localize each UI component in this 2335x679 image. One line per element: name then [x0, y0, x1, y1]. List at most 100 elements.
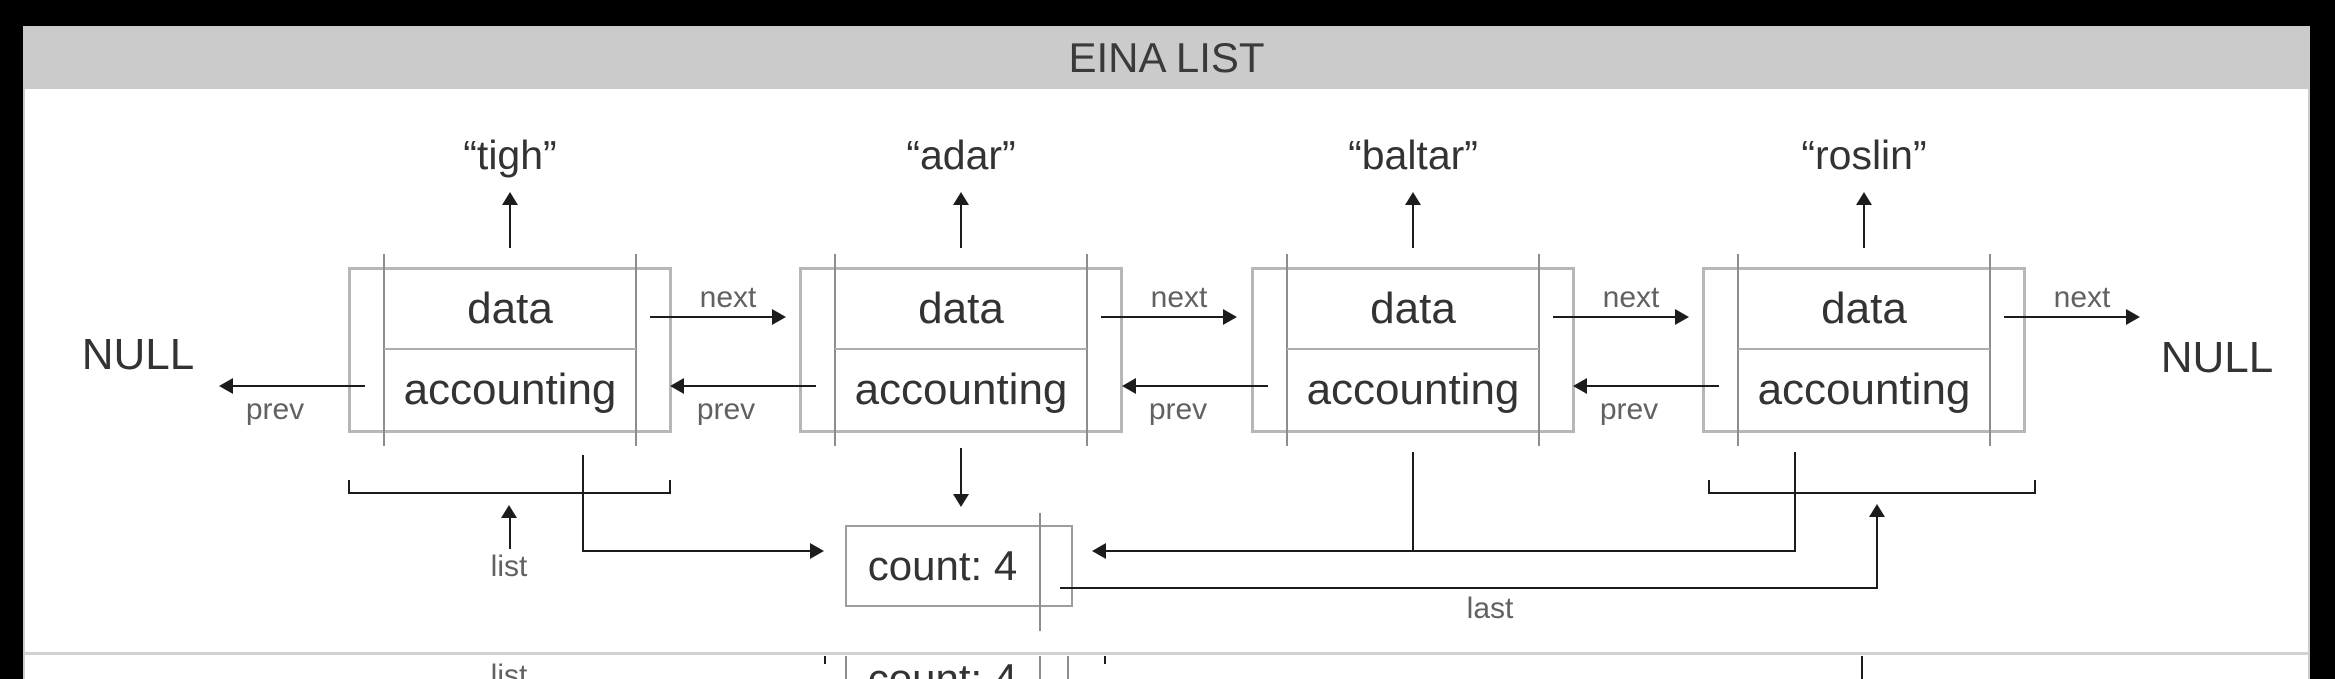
node-name-arrowhead	[502, 192, 518, 205]
accounting-link-node3-vertical	[1412, 452, 1414, 552]
next-label: next	[2053, 281, 2111, 314]
prev-arrowhead	[1122, 378, 1136, 394]
prev-label: prev	[1148, 393, 1208, 426]
node-name-label: “baltar”	[1348, 132, 1478, 178]
next-figure-line	[1039, 656, 1041, 679]
accounting-link-node1-arrowhead	[810, 543, 824, 559]
prev-label: prev	[696, 393, 756, 426]
list-node: “baltar” data accounting next prev	[1122, 0, 1689, 679]
next-figure-line	[1067, 656, 1069, 679]
next-figure-tick	[1104, 656, 1106, 664]
next-figure-line	[1861, 656, 1863, 679]
next-arrow	[650, 316, 778, 318]
node-inner-line-right	[1086, 254, 1088, 446]
accounting-link-node2-arrowhead	[953, 494, 969, 507]
node-cell-divider	[1287, 348, 1539, 350]
node-name-label: “tigh”	[463, 132, 557, 178]
list-pointer-arrowhead	[501, 505, 517, 518]
node-box	[1702, 267, 2026, 433]
next-label: next	[1602, 281, 1660, 314]
node-box	[799, 267, 1123, 433]
accounting-link-merge-arrowhead	[1092, 543, 1106, 559]
node-name-arrowhead	[1405, 192, 1421, 205]
first-node-bracket-tick-left	[348, 480, 350, 492]
count-box	[845, 525, 1073, 607]
node-name-pointer-arrow	[509, 204, 511, 248]
accounting-link-node1-vertical	[582, 455, 584, 551]
node-inner-line-right	[1538, 254, 1540, 446]
accounting-link-node4-vertical	[1794, 452, 1796, 552]
last-node-bracket-tick-right	[2034, 480, 2036, 492]
node-inner-line-left	[834, 254, 836, 446]
node-name-label: “roslin”	[1801, 132, 1927, 178]
prev-label: prev	[1599, 393, 1659, 426]
list-node: “adar” data accounting next prev	[670, 0, 1237, 679]
node-box	[1251, 267, 1575, 433]
prev-arrowhead	[670, 378, 684, 394]
node-inner-line-right	[1989, 254, 1991, 446]
right-frame	[2310, 0, 2335, 679]
last-pointer-arrowhead	[1869, 504, 1885, 517]
node-cell-divider	[384, 348, 636, 350]
next-label: next	[1150, 281, 1208, 314]
node-box	[348, 267, 672, 433]
last-node-bracket	[1708, 492, 2036, 494]
prev-arrowhead	[219, 378, 233, 394]
next-figure-list-label: list	[490, 659, 528, 679]
null-right-label: NULL	[2160, 333, 2274, 382]
figure-title-bar: EINA LIST	[23, 26, 2310, 89]
last-pointer-label: last	[1466, 592, 1514, 625]
accounting-cell-label: accounting	[1306, 364, 1520, 414]
content-left-edge	[23, 89, 25, 679]
next-figure-tick	[824, 656, 826, 664]
data-cell-label: data	[918, 284, 1004, 333]
prev-arrowhead	[1573, 378, 1587, 394]
accounting-link-merge-line	[1104, 550, 1796, 552]
next-arrow	[1553, 316, 1681, 318]
list-pointer-label: list	[490, 550, 528, 583]
accounting-cell-label: accounting	[1757, 364, 1971, 414]
node-name-pointer-arrow	[1412, 204, 1414, 248]
left-frame	[0, 0, 23, 679]
next-arrow	[2004, 316, 2132, 318]
node-name-pointer-arrow	[1863, 204, 1865, 248]
prev-arrow	[1130, 385, 1268, 387]
first-node-bracket-tick-right	[669, 480, 671, 492]
null-left-label: NULL	[81, 330, 195, 379]
node-cell-divider	[1738, 348, 1990, 350]
list-node: “tigh” data accounting next prev	[219, 0, 786, 679]
content-right-edge	[2308, 89, 2310, 679]
count-label: count: 4	[867, 542, 1018, 589]
next-arrowhead	[2126, 309, 2140, 325]
next-figure-count-label: count: 4	[867, 655, 1018, 679]
node-name-pointer-arrow	[960, 204, 962, 248]
first-node-bracket	[348, 492, 671, 494]
data-cell-label: data	[467, 284, 553, 333]
prev-arrow	[1581, 385, 1719, 387]
next-figure-line	[845, 656, 847, 679]
node-name-label: “adar”	[906, 132, 1016, 178]
figure-title: EINA LIST	[1068, 33, 1265, 81]
node-inner-line-left	[383, 254, 385, 446]
node-inner-line-right	[635, 254, 637, 446]
last-pointer-horizontal	[1060, 587, 1878, 589]
node-name-arrowhead	[953, 192, 969, 205]
figure-divider	[25, 652, 2310, 655]
count-box-inner-line	[1039, 513, 1041, 631]
last-pointer-vertical	[1876, 517, 1878, 588]
top-frame	[0, 0, 2335, 26]
next-label: next	[699, 281, 757, 314]
node-inner-line-left	[1286, 254, 1288, 446]
node-inner-line-left	[1737, 254, 1739, 446]
next-arrow	[1101, 316, 1229, 318]
node-cell-divider	[835, 348, 1087, 350]
prev-arrow	[227, 385, 365, 387]
next-arrowhead	[772, 309, 786, 325]
prev-label: prev	[245, 393, 305, 426]
accounting-link-node1-horizontal	[582, 550, 816, 552]
data-cell-label: data	[1370, 284, 1456, 333]
list-pointer-arrow	[509, 518, 511, 549]
accounting-cell-label: accounting	[854, 364, 1068, 414]
prev-arrow	[678, 385, 816, 387]
